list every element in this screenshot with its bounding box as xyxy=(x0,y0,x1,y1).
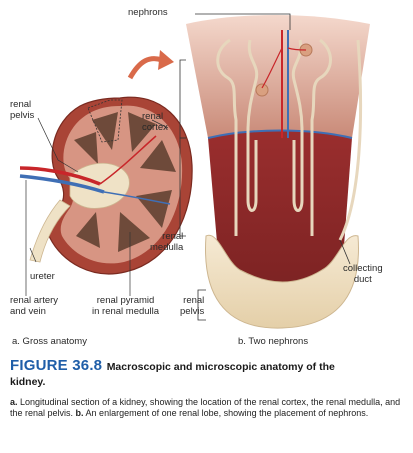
renal-cortex-label: renal cortex xyxy=(142,111,168,133)
desc-a-marker: a. xyxy=(10,397,18,407)
renal-pelvis-label-left: renal pelvis xyxy=(10,99,35,121)
leader-lines xyxy=(25,117,169,296)
renal-artery-vein-label: renal artery and vein xyxy=(10,295,59,317)
desc-b-text: An enlargement of one renal lobe, showin… xyxy=(83,408,369,418)
renal-medulla-label: renal medulla xyxy=(150,231,184,253)
renal-pyramid-label: renal pyramid in renal medulla xyxy=(92,295,160,317)
zoom-arrow xyxy=(127,56,163,80)
collecting-duct-label: collecting duct xyxy=(343,263,383,285)
figure-number: FIGURE 36.8 xyxy=(10,357,103,374)
renal-pelvis-label-right: renal pelvis xyxy=(180,295,205,317)
figure-title-cont: kidney. xyxy=(10,376,46,388)
region-brackets xyxy=(179,13,351,321)
kidney-figure xyxy=(19,13,370,329)
desc-b-marker: b. xyxy=(75,408,84,418)
kidney-gross-illustration xyxy=(19,96,193,275)
panel-a-label: a. Gross anatomy xyxy=(12,336,87,347)
figure-title: Macroscopic and microscopic anatomy of t… xyxy=(106,361,335,373)
figure-description: a. Longitudinal section of a kidney, sho… xyxy=(10,397,403,419)
desc-a-text: Longitudinal section of a kidney, showin… xyxy=(10,397,401,418)
panel-b-label: b. Two nephrons xyxy=(238,336,309,347)
ureter-label: ureter xyxy=(30,271,55,282)
nephron-enlargement xyxy=(186,15,370,329)
nephrons-label: nephrons xyxy=(128,7,168,18)
zoom-arrow-head xyxy=(158,50,174,70)
figure-caption: FIGURE 36.8 Macroscopic and microscopic … xyxy=(10,357,403,419)
